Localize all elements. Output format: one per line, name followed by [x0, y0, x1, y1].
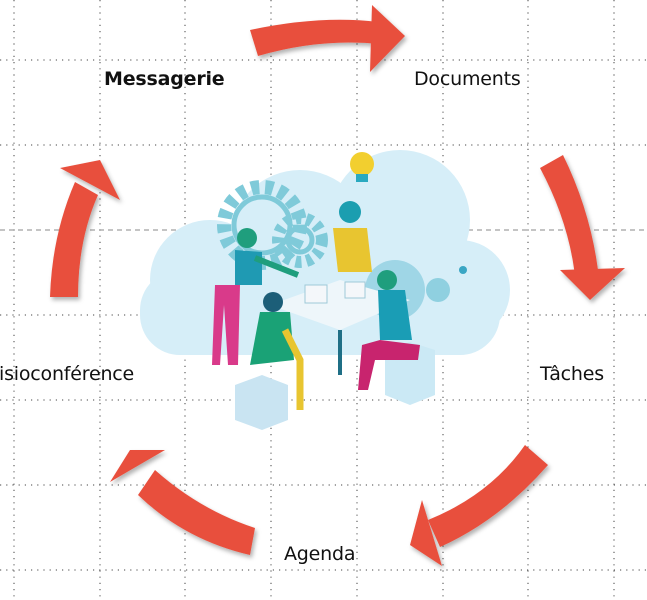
team-collaboration-illustration: [140, 150, 510, 430]
arrow-agenda-to-visio: [110, 450, 255, 555]
node-visioconference: isioconférence: [0, 363, 135, 385]
arrow-taches-to-agenda: [410, 445, 548, 566]
node-agenda: Agenda: [284, 543, 356, 565]
arrow-documents-to-taches: [540, 155, 625, 300]
node-taches: Tâches: [540, 363, 604, 385]
arrow-visio-to-messagerie: [50, 160, 120, 297]
arrow-messagerie-to-documents: [250, 5, 405, 72]
node-messagerie: Messagerie: [104, 68, 225, 90]
node-documents: Documents: [414, 68, 521, 90]
